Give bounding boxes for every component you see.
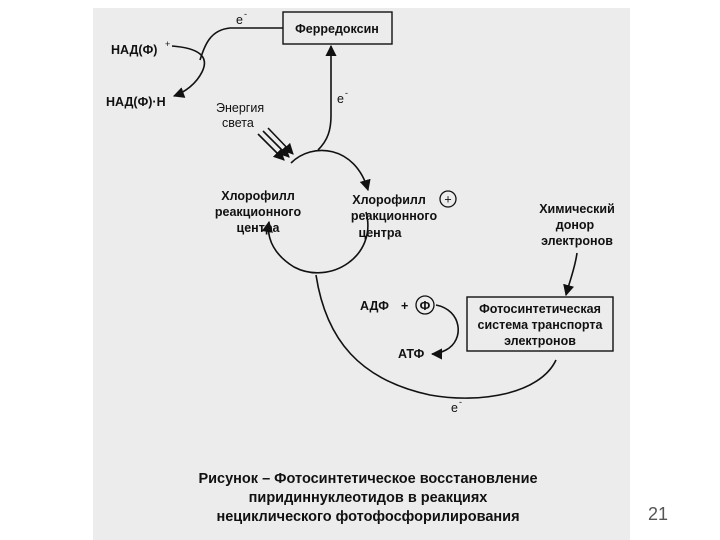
electron-label-mid-charge: - [345, 88, 348, 98]
nadp-reduced-label: НАД(Ф)·Н [106, 95, 166, 109]
electron-label-bottom-charge: - [459, 397, 462, 407]
donor-arrow [563, 252, 578, 297]
chemical-donor-line2: донор [556, 218, 595, 232]
electron-label-top: e [236, 13, 243, 27]
positive-charge-sign: + [444, 193, 451, 207]
electron-transfer-line-top [199, 27, 283, 61]
chlorophyll-ground-line2: реакционного [215, 205, 302, 219]
electron-label-mid: e [337, 92, 344, 106]
electron-transport-line1: Фотосинтетическая [479, 302, 601, 316]
caption-line2: пиридиннуклеотидов в реакциях [249, 490, 488, 506]
chlorophyll-ground-line3: центра [237, 221, 281, 235]
electron-transport-line2: система транспорта [478, 318, 604, 332]
adp-label: АДФ [360, 299, 389, 313]
caption-line3: нециклического фотофосфорилирования [216, 509, 519, 525]
reaction-center-cycle-top [290, 149, 371, 192]
electron-label-top-charge: - [244, 9, 247, 19]
phosphate-circle [415, 295, 435, 315]
page-number: 21 [648, 504, 669, 524]
electron-transport-line3: электронов [504, 334, 576, 348]
electron-label-bottom: e [451, 401, 458, 415]
phosphorylation-arrow [430, 304, 460, 360]
nadp-oxidized-label: НАД(Ф) [111, 43, 157, 57]
light-energy-label-line2: света [222, 116, 254, 130]
chlorophyll-oxidized-line2: реакционного [351, 209, 438, 223]
adp-plus-sign: + [401, 299, 408, 313]
electron-arrow-to-ferredoxin [317, 44, 337, 151]
phosphate-label: Ф [420, 299, 431, 313]
light-rays-arrows [257, 127, 294, 161]
ferredoxin-box [282, 11, 393, 45]
ferredoxin-label: Ферредоксин [295, 22, 379, 36]
positive-charge-circle [439, 190, 457, 208]
atp-label: АТФ [398, 347, 425, 361]
electron-return-path [315, 274, 557, 399]
chemical-donor-line3: электронов [541, 234, 613, 248]
chlorophyll-ground-line1: Хлорофилл [221, 189, 295, 203]
reaction-center-cycle-bottom [261, 211, 369, 274]
caption-line1: Рисунок – Фотосинтетическое восстановлен… [198, 471, 537, 487]
chlorophyll-oxidized-line1: Хлорофилл [352, 193, 426, 207]
nadp-reduction-arrow [171, 45, 206, 98]
nadp-oxidized-charge: + [165, 39, 170, 49]
light-energy-label-line1: Энергия [216, 101, 264, 115]
electron-transport-box [466, 296, 614, 352]
chlorophyll-oxidized-line3: центра [359, 226, 403, 240]
chemical-donor-line1: Химический [539, 202, 615, 216]
